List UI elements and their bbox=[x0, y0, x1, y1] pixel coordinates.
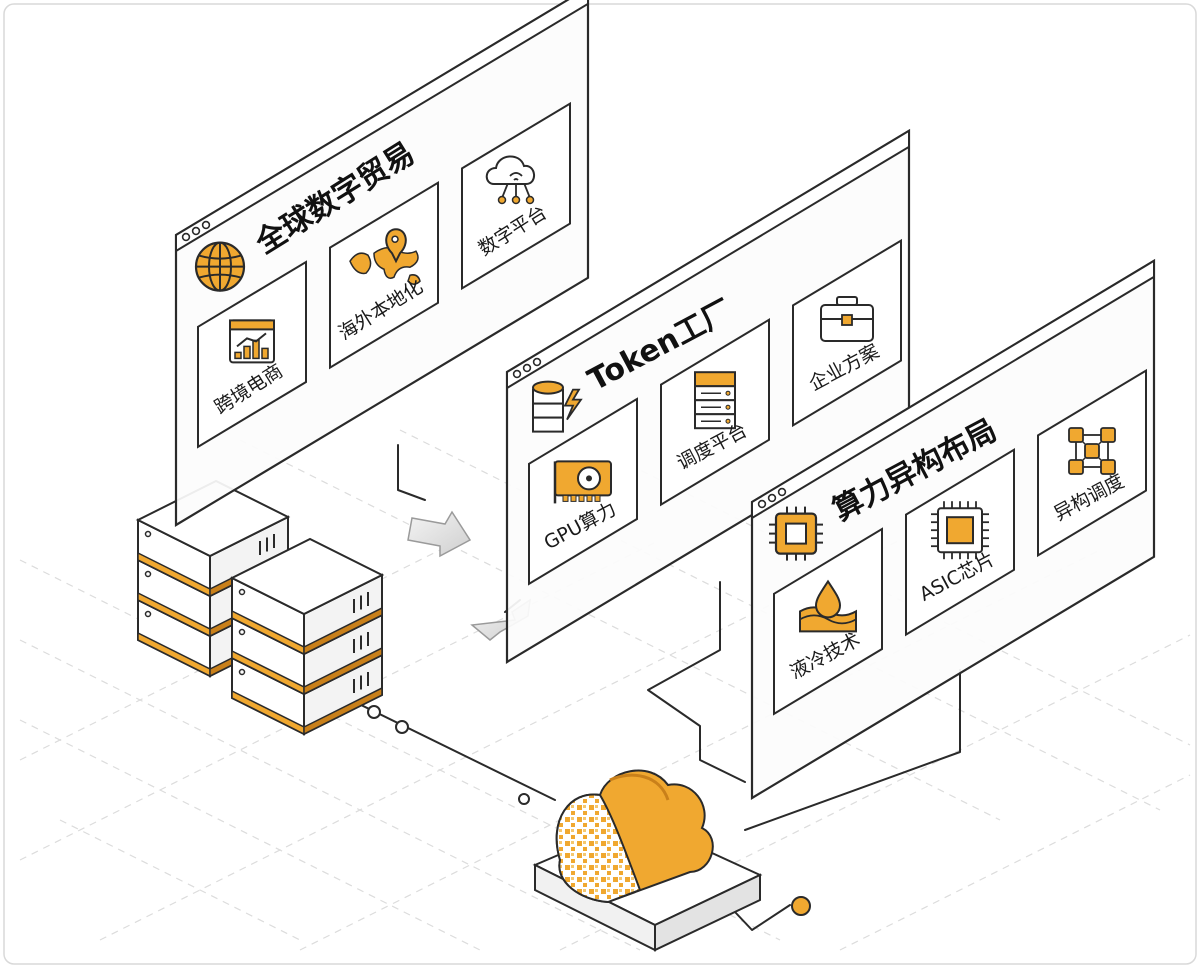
server-rack-icon bbox=[694, 371, 736, 430]
card-compute-1[interactable]: ASIC芯片 bbox=[905, 448, 1015, 637]
endpoint-node-icon bbox=[791, 896, 811, 916]
analytics-chart-icon bbox=[229, 319, 275, 364]
server-stack-front bbox=[229, 537, 385, 736]
gpu-card-icon bbox=[553, 460, 612, 504]
window-dot-icon bbox=[181, 232, 191, 242]
globe-icon bbox=[194, 241, 246, 292]
card-token-1[interactable]: 调度平台 bbox=[660, 318, 770, 507]
card-trade-2[interactable]: 数字平台 bbox=[461, 101, 571, 291]
pixel-cloud-icon bbox=[555, 769, 714, 904]
liquid-drop-icon bbox=[799, 579, 857, 633]
outer-frame bbox=[3, 3, 1197, 965]
window-dot-icon bbox=[767, 493, 777, 503]
flow-arrow-icon bbox=[407, 510, 472, 558]
briefcase-icon bbox=[820, 296, 874, 342]
world-map-pin-icon bbox=[349, 228, 421, 285]
window-dot-icon bbox=[522, 363, 532, 373]
window-dot-icon bbox=[512, 369, 522, 379]
panels-layer: 全球数字贸易跨境电商海外本地化数字平台Token工厂GPU算力调度平台企业方案算… bbox=[174, 0, 1156, 800]
window-dot-icon bbox=[191, 226, 201, 236]
window-dot-icon bbox=[777, 487, 787, 497]
card-token-2[interactable]: 企业方案 bbox=[792, 238, 902, 428]
card-compute-0[interactable]: 液冷技术 bbox=[773, 527, 883, 716]
window-dot-icon bbox=[532, 357, 542, 367]
cpu-chip-icon bbox=[769, 506, 823, 561]
card-trade-0[interactable]: 跨境电商 bbox=[197, 260, 307, 449]
asic-chip-icon bbox=[931, 501, 989, 560]
database-bolt-icon bbox=[532, 380, 583, 433]
cloud-network-icon bbox=[485, 155, 535, 205]
heterogeneous-grid-icon bbox=[1068, 427, 1116, 475]
window-dot-icon bbox=[757, 499, 767, 509]
server-stack-group bbox=[135, 479, 385, 736]
window-dot-icon bbox=[201, 220, 211, 230]
connection-nodes bbox=[367, 705, 530, 805]
